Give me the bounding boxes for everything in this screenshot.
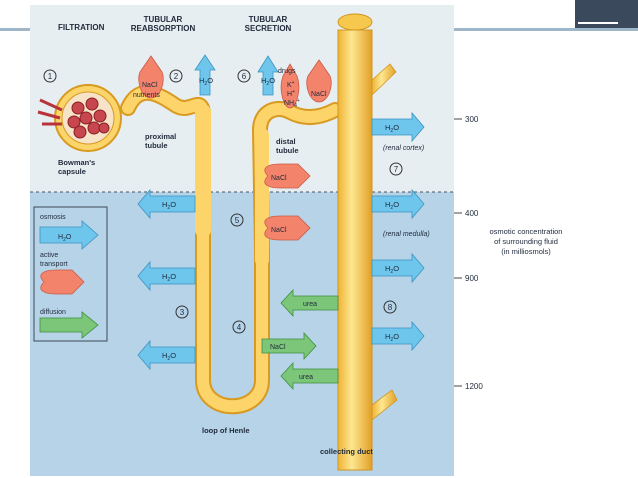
h2o-label-right-cortex: H2O — [385, 123, 399, 134]
bowmans-capsule — [37, 84, 122, 152]
slide-corner-block — [575, 0, 638, 30]
collecting-duct — [337, 13, 398, 471]
label-renal-medulla: (renal medulla) — [383, 231, 430, 238]
label-h-ion: H+ — [287, 89, 295, 98]
scale-tick-300: 300 — [465, 115, 479, 124]
label-nutrients: nutrients — [133, 92, 160, 99]
label-k-ion: K+ — [287, 80, 295, 89]
nephron-tubules — [120, 84, 343, 415]
legend-active-label-line1: active — [40, 252, 58, 259]
h2o-label-up-proximal: H2O — [199, 76, 213, 87]
label-proximal-line2: tubule — [145, 141, 168, 150]
label-urea-upper: urea — [303, 301, 317, 308]
h2o-label-left-2: H2O — [162, 272, 176, 283]
header-secretion-line1: TUBULAR — [249, 15, 288, 24]
label-nacl-proximal: NaCl — [142, 82, 158, 89]
urea-arrow-upper — [280, 288, 339, 318]
step-1: 1 — [48, 72, 53, 81]
afferent-arterioles — [37, 98, 63, 126]
glomerulus — [67, 97, 110, 139]
label-drugs: drugs — [278, 68, 296, 75]
header-filtration: FILTRATION — [58, 23, 105, 32]
h2o-arrow-right-3 — [371, 320, 425, 352]
osmotic-scale: 300 400 900 1200 osmotic concentration o… — [454, 115, 562, 391]
h2o-label-right-2: H2O — [385, 264, 399, 275]
label-renal-cortex: (renal cortex) — [383, 145, 424, 152]
h2o-arrow-right-2 — [371, 252, 425, 284]
header-reabsorption-line1: TUBULAR — [144, 15, 183, 24]
scale-title-line1: osmotic concentration — [490, 227, 563, 236]
active-transport-labels: NaCl nutrients NaCl drugs K+ H+ NH4+ NaC… — [133, 68, 327, 234]
scale-tick-400: 400 — [465, 209, 479, 218]
step-5: 5 — [235, 216, 240, 225]
active-transport-shapes — [138, 55, 332, 241]
duct-body — [337, 29, 373, 471]
h2o-arrow-right-cortex — [371, 111, 425, 143]
label-nacl-cortex: NaCl — [271, 175, 287, 182]
scale-tick-1200: 1200 — [465, 382, 483, 391]
scale-title-line3: (in milliosmols) — [501, 247, 551, 256]
h2o-label-left-3: H2O — [162, 351, 176, 362]
legend: osmosis H2O active transport diffusion — [33, 206, 108, 342]
duct-top — [337, 13, 373, 31]
nacl-arrow-diffusion — [261, 331, 317, 361]
legend-osmosis-h2o: H2O — [58, 234, 72, 243]
h2o-label-right-3: H2O — [385, 332, 399, 343]
label-proximal-line1: proximal — [145, 132, 176, 141]
duct-branch-bottom — [371, 389, 398, 421]
step-6: 6 — [242, 72, 247, 81]
step-2: 2 — [174, 72, 179, 81]
label-nh4-ion: NH4+ — [284, 98, 300, 109]
active-nacl-distal-up — [306, 59, 332, 103]
header-reabsorption-line2: REABSORPTION — [131, 24, 196, 33]
label-distal-line2: tubule — [276, 146, 299, 155]
header-secretion-line2: SECRETION — [245, 24, 292, 33]
h2o-arrow-left-3 — [137, 339, 196, 371]
active-secretion-ions — [280, 63, 300, 109]
label-collecting-duct: collecting duct — [320, 447, 373, 456]
step-8: 8 — [388, 303, 393, 312]
h2o-label-up-distal: H2O — [261, 76, 275, 87]
h2o-arrow-up-distal — [257, 55, 279, 96]
tubule-fill — [122, 86, 341, 413]
step-markers: 1 2 3 4 5 6 7 8 — [43, 69, 403, 334]
diffusion-arrows — [261, 288, 339, 391]
h2o-labels: H2O H2O H2O H2O H2O H2O H2O H2O H2O — [162, 76, 399, 362]
active-nacl-proximal — [138, 55, 164, 99]
scale-tick-900: 900 — [465, 274, 479, 283]
label-nacl-diffusion: NaCl — [270, 344, 286, 351]
step-4: 4 — [237, 323, 242, 332]
label-bowmans-line2: capsule — [58, 167, 86, 176]
legend-diffusion-label: diffusion — [40, 309, 66, 316]
active-nacl-medulla — [264, 215, 311, 241]
legend-diffusion-arrow — [39, 311, 99, 339]
label-urea-lower: urea — [299, 374, 313, 381]
h2o-label-left-1: H2O — [162, 200, 176, 211]
label-bowmans-line1: Bowman's — [58, 158, 95, 167]
label-nacl-medulla: NaCl — [271, 227, 287, 234]
step-3: 3 — [180, 308, 185, 317]
duct-branch-top — [371, 63, 397, 96]
slide-corner-line — [578, 22, 618, 24]
legend-active-shape — [40, 269, 85, 295]
label-loop-of-henle: loop of Henle — [202, 426, 250, 435]
legend-active-label-line2: transport — [40, 261, 68, 268]
urea-arrow-lower — [280, 361, 339, 391]
label-distal-line1: distal — [276, 137, 296, 146]
diffusion-labels: urea NaCl urea — [270, 301, 317, 381]
h2o-arrow-left-2 — [137, 260, 196, 292]
h2o-arrow-up-proximal — [194, 54, 216, 96]
active-nacl-cortex — [264, 163, 311, 189]
legend-osmosis-label: osmosis — [40, 214, 66, 221]
h2o-arrow-left-1 — [137, 188, 196, 220]
legend-osmosis-arrow — [39, 220, 99, 250]
label-nacl-distal: NaCl — [311, 91, 327, 98]
structure-labels: Bowman's capsule proximal tubule distal … — [58, 132, 430, 456]
h2o-label-right-medulla: H2O — [385, 200, 399, 211]
h2o-arrow-right-medulla — [371, 188, 425, 220]
scale-title-line2: of surrounding fluid — [494, 237, 558, 246]
osmosis-arrows — [137, 54, 425, 371]
step-7: 7 — [394, 165, 399, 174]
